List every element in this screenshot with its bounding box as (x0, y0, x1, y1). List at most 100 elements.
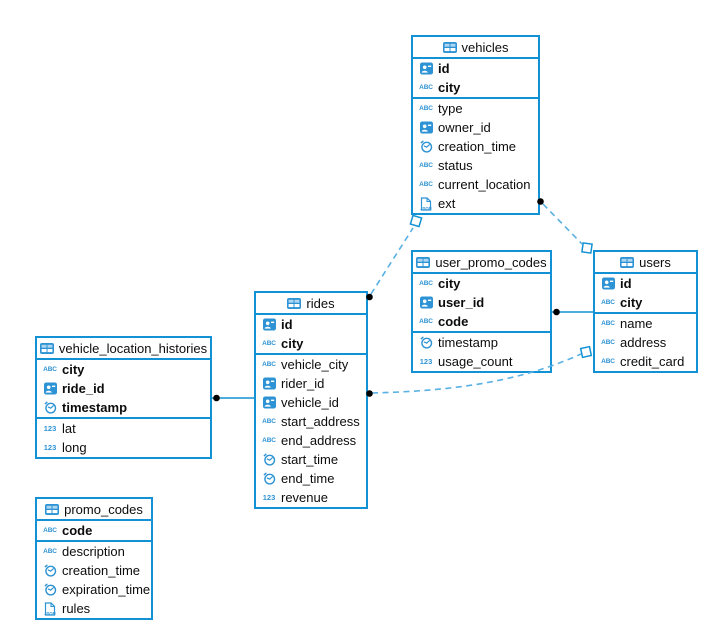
uuid-icon (42, 382, 58, 395)
table-header: vehicles (413, 37, 538, 59)
column-name: id (438, 61, 450, 76)
column-name: start_address (281, 414, 360, 429)
column-name: name (620, 316, 653, 331)
relationship-vehicles-users[interactable] (537, 198, 593, 254)
time-icon (418, 140, 434, 153)
text-icon: ABC (43, 366, 57, 373)
columns-section: 123 lat 123 long (37, 419, 210, 457)
column-row: rider_id (256, 374, 366, 393)
column-name: city (438, 80, 461, 95)
time-icon (42, 564, 58, 577)
int-icon: 123 (43, 424, 57, 433)
column-name: user_id (438, 295, 485, 310)
column-row: ABC name (595, 314, 696, 333)
column-row: vehicle_id (256, 393, 366, 412)
column-row: start_time (256, 450, 366, 469)
column-name: ride_id (62, 381, 105, 396)
text-icon: ABC (601, 358, 615, 365)
column-name: id (281, 317, 293, 332)
column-name: address (620, 335, 667, 350)
column-name: owner_id (438, 120, 491, 135)
column-name: type (438, 101, 463, 116)
uuid-icon (261, 318, 277, 331)
column-name: rules (62, 601, 91, 616)
column-row: end_time (256, 469, 366, 488)
table-icon (416, 256, 431, 268)
relationship-vehicle-location-histories-rides[interactable] (212, 394, 254, 402)
table-header: rides (256, 293, 366, 315)
column-row: creation_time (37, 561, 151, 580)
table-header: users (595, 252, 696, 274)
table-icon (45, 503, 60, 515)
table-title: promo_codes (64, 501, 143, 517)
text-icon: ABC (601, 320, 615, 327)
column-name: code (438, 314, 469, 329)
column-name: city (438, 276, 461, 291)
column-name: id (620, 276, 632, 291)
column-name: long (62, 440, 87, 455)
time-icon (418, 336, 434, 349)
time-icon (42, 583, 58, 596)
table-title: vehicles (461, 39, 509, 55)
text-icon: ABC (419, 162, 433, 169)
column-name: ext (438, 196, 456, 211)
column-row: id (413, 59, 538, 78)
time-icon (261, 472, 277, 485)
uuid-icon (418, 296, 434, 309)
column-row: creation_time (413, 137, 538, 156)
column-row: ride_id (37, 379, 210, 398)
table-header: promo_codes (37, 499, 151, 521)
table-title: users (639, 254, 671, 270)
column-row: ABC code (413, 312, 550, 331)
table-title: user_promo_codes (435, 254, 547, 270)
uuid-icon (261, 396, 277, 409)
column-row: id (595, 274, 696, 293)
text-icon: ABC (419, 181, 433, 188)
relationship-user-promo-codes-users[interactable] (552, 308, 593, 316)
column-name: lat (62, 421, 76, 436)
text-icon: ABC (43, 527, 57, 534)
column-name: city (281, 336, 304, 351)
column-name: current_location (438, 177, 531, 192)
text-icon: ABC (419, 280, 433, 287)
int-icon: 123 (43, 443, 57, 452)
text-icon: ABC (419, 318, 433, 325)
column-name: start_time (281, 452, 339, 467)
column-name: city (620, 295, 643, 310)
json-icon: JSON (418, 196, 434, 211)
column-row: owner_id (413, 118, 538, 137)
column-name: vehicle_city (281, 357, 349, 372)
table-header: vehicle_location_histories (37, 338, 210, 360)
column-row: timestamp (413, 333, 550, 352)
column-row: JSON rules (37, 599, 151, 618)
column-row: ABC city (413, 274, 550, 293)
column-row: expiration_time (37, 580, 151, 599)
json-icon: JSON (42, 601, 58, 616)
int-icon: 123 (262, 493, 276, 502)
uuid-icon (600, 277, 616, 290)
table-icon (620, 256, 635, 268)
